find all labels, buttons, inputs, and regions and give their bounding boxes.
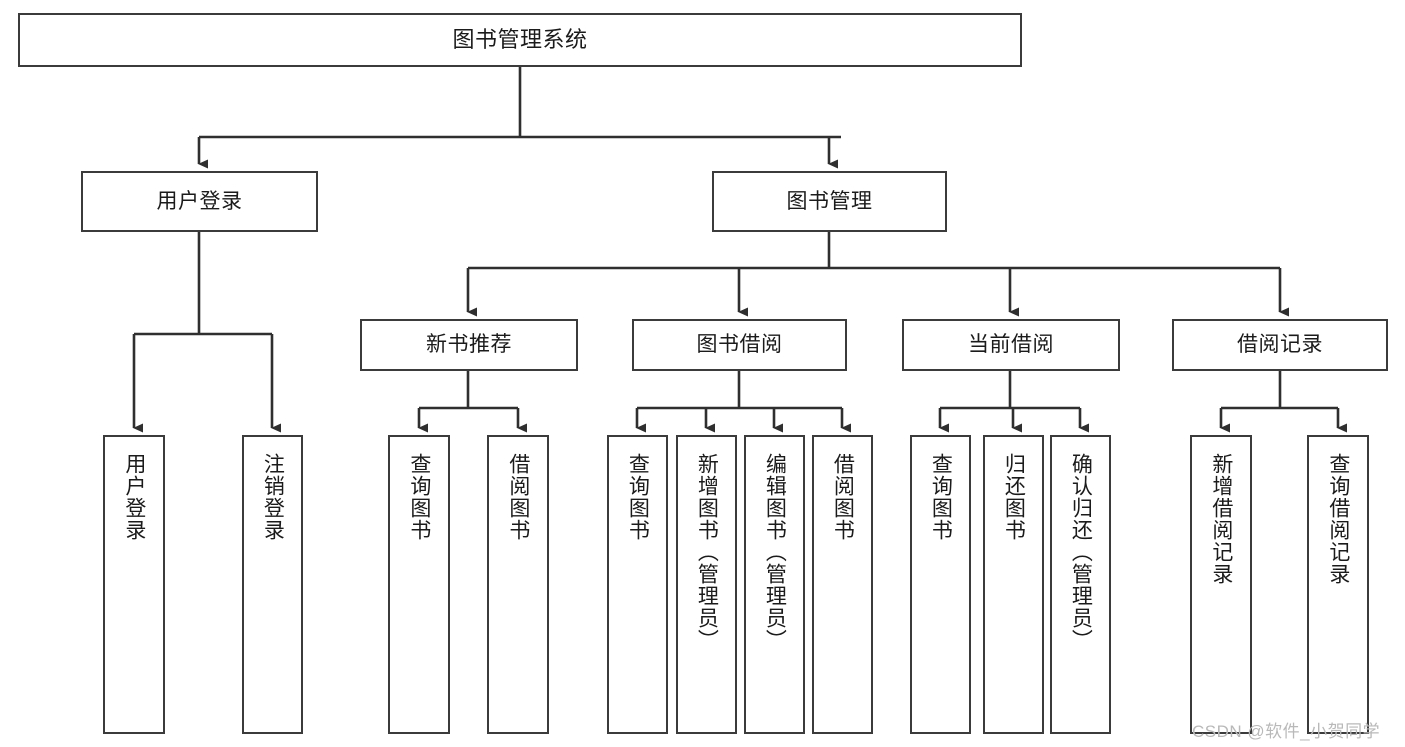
node-leaf-add-record[interactable]: 新增借阅记录: [1190, 435, 1252, 734]
node-borrow-record-label: 借阅记录: [1237, 333, 1323, 357]
node-leaf-borrow-book-2-label: 借阅图书: [831, 453, 855, 541]
node-current-borrow-label: 当前借阅: [968, 333, 1054, 357]
node-leaf-query-record-label: 查询借阅记录: [1326, 453, 1350, 585]
node-leaf-add-book-label: 新增图书（管理员）: [695, 453, 719, 651]
node-leaf-query-book-3-label: 查询图书: [929, 453, 953, 541]
node-leaf-query-book-2-label: 查询图书: [626, 453, 650, 541]
node-leaf-query-book-3[interactable]: 查询图书: [910, 435, 971, 734]
node-leaf-borrow-book-1[interactable]: 借阅图书: [487, 435, 549, 734]
node-leaf-borrow-book-1-label: 借阅图书: [506, 453, 530, 541]
node-leaf-query-book-1-label: 查询图书: [407, 453, 431, 541]
node-leaf-borrow-book-2[interactable]: 借阅图书: [812, 435, 873, 734]
node-leaf-return-book[interactable]: 归还图书: [983, 435, 1044, 734]
node-book-manage-label: 图书管理: [786, 189, 873, 213]
node-leaf-edit-book-label: 编辑图书（管理员）: [763, 453, 787, 651]
watermark: CSDN @软件_小贺同学: [1192, 722, 1381, 741]
node-new-book-recommend-label: 新书推荐: [426, 333, 512, 357]
node-leaf-query-record[interactable]: 查询借阅记录: [1307, 435, 1369, 734]
node-user-login-label: 用户登录: [156, 189, 243, 213]
node-leaf-user-login-label: 用户登录: [122, 453, 146, 541]
node-leaf-query-book-1[interactable]: 查询图书: [388, 435, 450, 734]
node-book-borrow-label: 图书借阅: [696, 333, 783, 357]
node-leaf-confirm-return-label: 确认归还（管理员）: [1069, 453, 1093, 651]
node-book-borrow[interactable]: 图书借阅: [632, 319, 847, 371]
node-leaf-edit-book[interactable]: 编辑图书（管理员）: [744, 435, 805, 734]
node-borrow-record[interactable]: 借阅记录: [1172, 319, 1388, 371]
node-leaf-logout[interactable]: 注销登录: [242, 435, 303, 734]
node-root-label: 图书管理系统: [452, 26, 588, 52]
node-user-login[interactable]: 用户登录: [81, 171, 318, 232]
node-leaf-user-login[interactable]: 用户登录: [103, 435, 165, 734]
node-leaf-confirm-return[interactable]: 确认归还（管理员）: [1050, 435, 1111, 734]
node-new-book-recommend[interactable]: 新书推荐: [360, 319, 578, 371]
node-leaf-query-book-2[interactable]: 查询图书: [607, 435, 668, 734]
node-leaf-add-record-label: 新增借阅记录: [1209, 453, 1233, 585]
node-root[interactable]: 图书管理系统: [18, 13, 1022, 67]
node-current-borrow[interactable]: 当前借阅: [902, 319, 1120, 371]
node-leaf-add-book[interactable]: 新增图书（管理员）: [676, 435, 737, 734]
node-book-manage[interactable]: 图书管理: [712, 171, 947, 232]
node-leaf-return-book-label: 归还图书: [1002, 453, 1026, 541]
node-leaf-logout-label: 注销登录: [261, 453, 285, 541]
